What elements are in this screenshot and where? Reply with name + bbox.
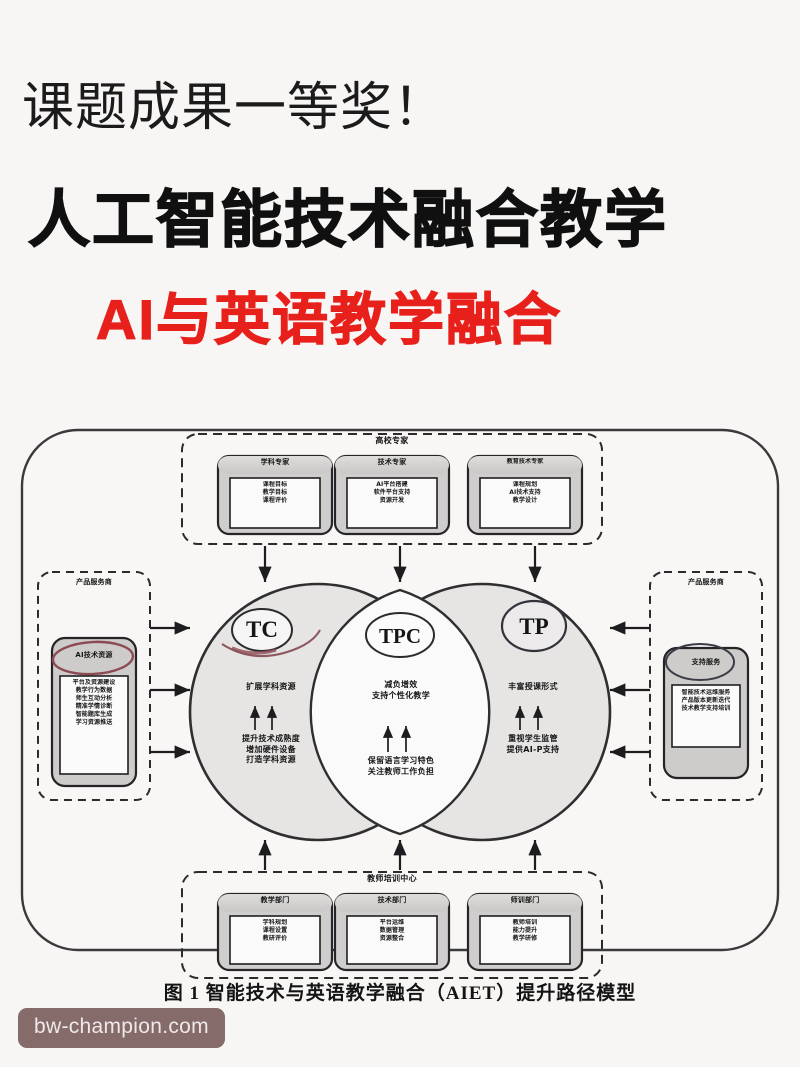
left-card-lines: 平台及资源建设 教学行为数据 师生互动分析 精准学情诊断 智能题库生成 学习资源…: [72, 679, 116, 726]
right-card-annotation-circle: [665, 643, 735, 681]
top-group-title: 高校专家: [375, 436, 409, 445]
poster-kicker: 课题成果一等奖！: [22, 79, 447, 137]
venn-label-tp: TP: [519, 614, 548, 639]
poster-headline: 人工智能技术融合教学: [27, 186, 669, 255]
venn-diagram: TC TP TPC 扩展学科资源 提升技术: [188, 582, 612, 842]
right-card: 支持服务 智能技术运维服务 产品版本更新迭代 技术教学支持培训: [662, 643, 750, 780]
bottom-group-frame: [181, 871, 603, 979]
venn-label-tpc: TPC: [379, 624, 421, 648]
bottom-box-2: 技术部门 平台运维 数据管理 资源整合: [333, 892, 451, 972]
venn-right-lines: 重视学生监管 提供AI-P支持: [506, 734, 560, 754]
right-card-lines: 智能技术运维服务 产品版本更新迭代 技术教学支持培训: [681, 689, 731, 712]
right-group-title: 产品服务商: [688, 578, 724, 586]
left-card-annotation-circle: [51, 640, 135, 676]
figure-caption: 图 1 智能技术与英语教学融合（AIET）提升路径模型: [163, 983, 637, 1004]
venn-label-bubble-tp: [500, 599, 568, 653]
venn-label-bubble-tpc: [365, 612, 435, 658]
bottom-box-2-lines: 平台运维 数据管理 资源整合: [379, 919, 405, 942]
right-group-frame: [649, 571, 763, 801]
poster-subheadline: AI与英语教学融合: [95, 288, 562, 351]
venn-label-tc: TC: [246, 617, 278, 642]
venn-right-top-line: 丰富授课形式: [508, 682, 558, 691]
bottom-box-3: 师训部门 教师培训 能力提升 教学研修: [466, 892, 584, 972]
bottom-group-title: 教师培训中心: [367, 874, 417, 883]
bottom-box-3-header: 师训部门: [510, 896, 540, 904]
bottom-box-1: 教学部门 学科规划 课程设置 教研评价: [216, 892, 334, 972]
venn-label-bubble-tc: [231, 608, 293, 652]
top-box-3-lines: 课程规划 AI技术支持 教学设计: [509, 481, 541, 504]
figure-diagram: 高校专家 学科专家 课程目标 教学目标 课程评价: [0, 400, 800, 1000]
top-box-1: 学科专家 课程目标 教学目标 课程评价: [216, 454, 334, 536]
left-card: AI技术资源 平台及资源建设 教学行为数据 师生互动分析 精准学情诊断 智能题库…: [50, 636, 138, 788]
top-box-3: 教育技术专家 课程规划 AI技术支持 教学设计: [466, 454, 584, 536]
venn-center-lines: 保留语言学习特色 关注教师工作负担: [367, 756, 435, 776]
top-box-2-header: 技术专家: [377, 458, 407, 466]
bottom-box-3-lines: 教师培训 能力提升 教学研修: [512, 919, 538, 942]
venn-left-top-line: 扩展学科资源: [246, 682, 296, 691]
left-group-title: 产品服务商: [76, 578, 112, 586]
top-box-2-lines: AI平台搭建 软件平台支持 资源开发: [373, 481, 411, 504]
title-block: 课题成果一等奖！ 人工智能技术融合教学 AI与英语教学融合: [0, 0, 800, 400]
venn-center-top-lines: 减负增效 支持个性化教学: [371, 680, 431, 700]
bottom-box-1-lines: 学科规划 课程设置 教研评价: [262, 919, 288, 942]
tc-annotation-underline: [231, 646, 277, 655]
top-box-2: 技术专家 AI平台搭建 软件平台支持 资源开发: [333, 454, 451, 536]
top-box-3-header: 教育技术专家: [506, 458, 544, 465]
left-group-frame: [37, 571, 151, 801]
venn-left-lines: 提升技术成熟度 增加硬件设备 打造学科资源: [241, 734, 301, 765]
venn-intersection-lens: [309, 588, 491, 836]
bottom-box-1-header: 教学部门: [260, 896, 290, 904]
left-card-header: AI技术资源: [75, 651, 113, 659]
top-box-1-header: 学科专家: [260, 458, 290, 466]
right-card-header: 支持服务: [691, 658, 721, 666]
bottom-box-2-header: 技术部门: [377, 896, 407, 904]
top-group-frame: [181, 433, 603, 545]
watermark: bw-champion.com: [18, 1008, 225, 1048]
top-box-1-lines: 课程目标 教学目标 课程评价: [262, 481, 288, 504]
